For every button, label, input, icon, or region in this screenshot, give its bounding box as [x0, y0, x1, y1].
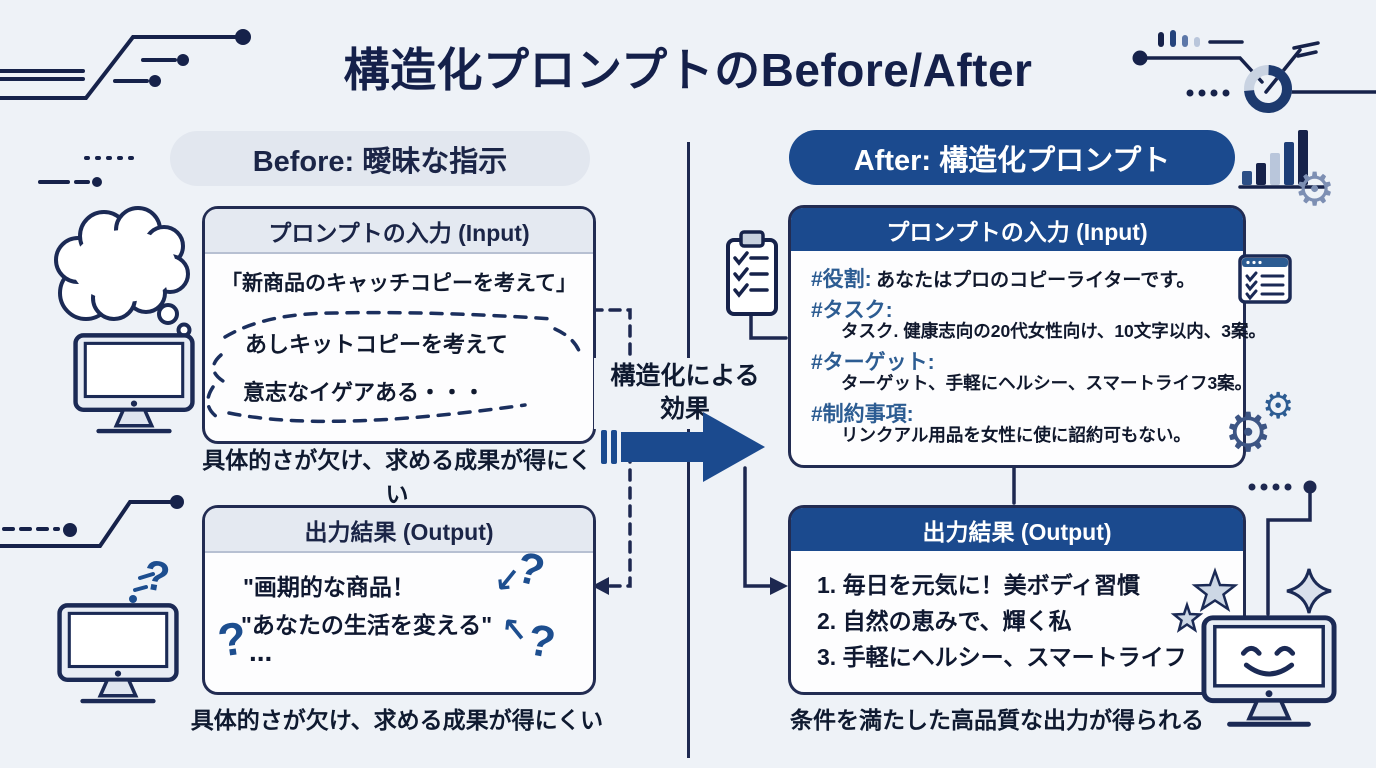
smiley-computer-icon [1201, 615, 1337, 727]
target-tag: #ターゲット: [811, 351, 935, 374]
bar-chart-icon [1238, 130, 1326, 189]
before-section-label: Before: 曖昧な指示 [170, 131, 590, 186]
transform-arrow-icon [601, 412, 765, 482]
after-output-box: 出力結果 (Output) 1. 毎日を元気に！美ボディ習慣 2. 自然の恵みで… [788, 505, 1246, 695]
gear-icon: ⚙ [1224, 403, 1273, 463]
before-label-text: Before: 曖昧な指示 [252, 145, 508, 178]
gear-icon: ⚙ [1262, 385, 1295, 426]
constraint-text: リンクアル用品を女性に使に詔約可もない。 [841, 425, 1191, 445]
clipboard-checklist-icon [726, 230, 778, 316]
role-tag: #役割: [811, 268, 872, 291]
arrow-up-left-icon: ↖ [499, 610, 530, 650]
transform-label-line1: 構造化による [610, 362, 760, 390]
computer-monitor-icon [57, 603, 179, 704]
constraint-tag: #制約事項: [811, 403, 914, 426]
computer-monitor-icon [73, 333, 195, 434]
solid-connector-arrowhead-icon [770, 577, 788, 595]
transform-label-line2: 効果 [659, 394, 710, 423]
before-input-header: プロンプトの入力 (Input) [205, 209, 593, 254]
before-output-box: 出力結果 (Output) "画期的な商品！ "あなたの生活を変える" ... [202, 505, 596, 695]
after-input-box: プロンプトの入力 (Input) #役割: あなたはプロのコピーライターです。 … [788, 205, 1266, 468]
before-input-box: プロンプトの入力 (Input) 「新商品のキャッチコピーを考えて」 あしキット… [202, 206, 596, 444]
after-output-item-3: 3. 手軽にヘルシー、スマートライフ [817, 644, 1187, 670]
page-title: 構造化プロンプトのBefore/After [343, 44, 1033, 96]
thought-cloud-icon [54, 206, 192, 338]
circuit-decoration-top-left-icon [0, 29, 251, 187]
before-input-prompt: 「新商品のキャッチコピーを考えて」 [221, 272, 577, 295]
star-icon [1191, 567, 1239, 612]
after-input-item-task: #タスク: [811, 294, 893, 324]
dashed-thought-outline-icon [206, 310, 583, 424]
before-thought-2: 意志なイゲアある・・・ [243, 380, 486, 405]
after-output-item-2: 2. 自然の恵みで、輝く私 [817, 608, 1072, 634]
after-input-item-role: #役割: あなたはプロのコピーライターです。 [811, 263, 1195, 293]
target-text: ターゲット、手軽にヘルシー、スマートライフ3案。 [841, 373, 1253, 393]
before-output-header: 出力結果 (Output) [205, 508, 593, 553]
after-output-caption: 条件を満たした高品質な出力が得られる [790, 707, 1204, 733]
before-output-line3: ... [249, 636, 273, 667]
star-icon [1170, 601, 1204, 633]
task-text: タスク. 健康志向の20代女性向け、10文字以内、3案。 [841, 321, 1267, 341]
after-section-label: After: 構造化プロンプト [789, 130, 1235, 185]
stars-decoration-icon [1170, 567, 1332, 633]
before-input-caption: 具体的さが欠け、求める成果が得にくい [202, 447, 592, 507]
after-input-item-target: #ターゲット: [811, 346, 935, 376]
after-input-header: プロンプトの入力 (Input) [791, 208, 1243, 251]
before-output-caption: 具体的さが欠け、求める成果が得にくい [190, 707, 604, 733]
circuit-decoration-top-right-icon [1132, 30, 1376, 113]
smiley-face-icon [1240, 645, 1296, 677]
dashed-connector-arrowhead-icon [592, 577, 609, 595]
gear-icon: ⚙ [1294, 163, 1336, 215]
role-text: あなたはプロのコピーライターです。 [876, 270, 1196, 291]
circuit-decoration-bottom-left-icon: ? [0, 495, 184, 603]
after-label-text: After: 構造化プロンプト [853, 144, 1171, 177]
task-tag: #タスク: [811, 299, 893, 322]
before-thought-1: あしキットコピーを考えて [245, 332, 508, 357]
right-edge-dots [1248, 480, 1317, 494]
arrow-down-left-icon: ↙ [492, 560, 523, 600]
before-output-line2: "あなたの生活を変える" [241, 612, 493, 638]
sparkle-icon [1286, 568, 1332, 614]
after-output-header: 出力結果 (Output) [791, 508, 1243, 551]
transform-label: 構造化による 効果 [594, 358, 776, 429]
before-output-line1: "画期的な商品！ [243, 574, 415, 600]
dashed-connector-left [590, 308, 632, 588]
question-doodle-icon: ? [129, 550, 173, 603]
donut-chart-icon [1244, 65, 1292, 113]
solid-connector-right [743, 312, 1312, 616]
after-input-item-constraint: #制約事項: [811, 398, 914, 428]
checklist-window-icon [1238, 254, 1292, 304]
after-output-item-1: 1. 毎日を元気に！美ボディ習慣 [817, 572, 1140, 598]
